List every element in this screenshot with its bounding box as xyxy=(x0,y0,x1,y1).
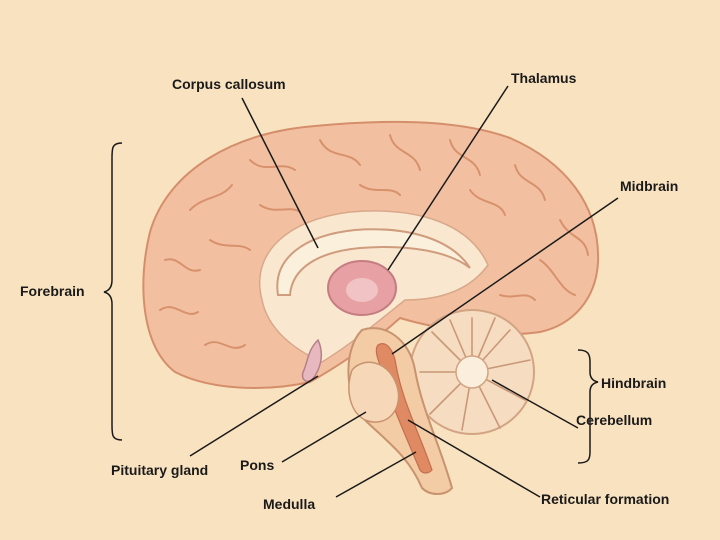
forebrain-bracket xyxy=(104,143,122,440)
label-thalamus: Thalamus xyxy=(511,70,576,86)
label-forebrain: Forebrain xyxy=(20,283,85,299)
hindbrain-bracket xyxy=(578,350,598,463)
label-pituitary-gland: Pituitary gland xyxy=(111,462,208,478)
label-pons: Pons xyxy=(240,457,274,473)
label-medulla: Medulla xyxy=(263,496,315,512)
label-corpus-callosum: Corpus callosum xyxy=(172,76,286,92)
label-hindbrain: Hindbrain xyxy=(601,375,666,391)
label-reticular-formation: Reticular formation xyxy=(541,491,669,507)
label-cerebellum: Cerebellum xyxy=(576,412,652,428)
label-midbrain: Midbrain xyxy=(620,178,678,194)
